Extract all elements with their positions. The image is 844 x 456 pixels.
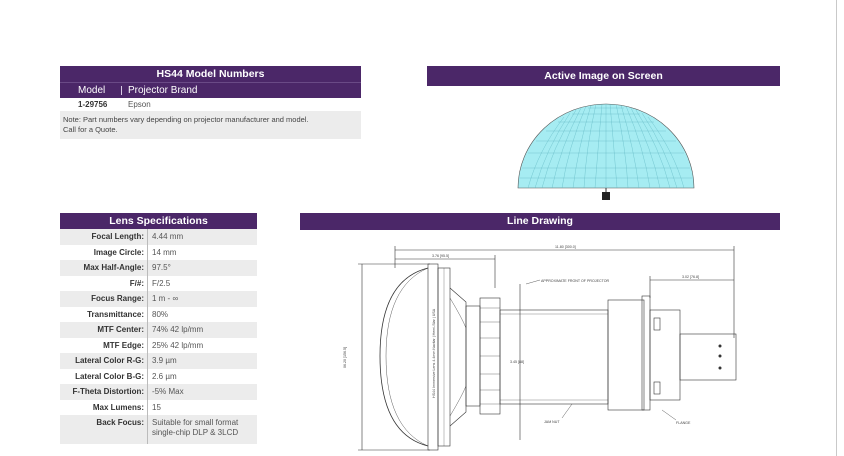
lens-taper (449, 287, 467, 427)
spec-value: 1 m - ∞ (152, 294, 179, 303)
spec-label: Focus Range: (60, 291, 148, 307)
leader-jam-nut (561, 403, 573, 419)
lens-specifications-title: Lens Specifications (60, 213, 257, 229)
spec-label: Max Half-Angle: (60, 260, 148, 276)
flange-plate (641, 295, 651, 411)
leader-front (525, 279, 541, 285)
spec-row-lateral-color-rg: Lateral Color R-G: 3.9 µm (60, 353, 257, 369)
approx-front-label: APPROXIMATE FRONT OF PROJECTOR (541, 279, 609, 283)
note-line-1: Note: Part numbers vary depending on pro… (63, 115, 309, 124)
spec-value-line-2: single-chip DLP & 3LCD (152, 428, 239, 437)
spec-value: 80% (152, 309, 169, 319)
active-image-title: Active Image on Screen (427, 66, 780, 86)
jam-nut-label: JAM NUT (544, 420, 560, 424)
mount-hole (718, 344, 722, 348)
spec-value: -5% Max (152, 387, 184, 396)
model-numbers-table: HS44 Model Numbers Model Projector Brand… (60, 66, 361, 139)
jam-nut-detail (480, 307, 500, 405)
spec-label: Image Circle: (60, 244, 148, 260)
spec-row-f-number: F/#: F/2.5 (60, 275, 257, 291)
model-number: 1-29756 (78, 100, 108, 109)
line-drawing-title: Line Drawing (300, 213, 780, 230)
dim-overall-label: 11.80 [300.0] (555, 245, 576, 249)
spec-value: F/2.5 (152, 278, 171, 288)
dome-grid (518, 104, 694, 188)
spec-value: 2.6 µm (152, 371, 177, 381)
spec-row-mtf-center: MTF Center: 74% 42 lp/mm (60, 322, 257, 338)
projector-icon (602, 192, 610, 200)
note-line-2: Call for a Quote. (63, 125, 118, 134)
lens-engraving-text: HS44 Immersive Lens 4.4mm Navitar | Hemi… (432, 308, 436, 398)
flange-body (649, 309, 681, 401)
barrel-neck (465, 305, 481, 407)
spec-value: 25% 42 lp/mm (152, 340, 204, 350)
column-model: Model (60, 86, 122, 96)
spec-label: Focal Length: (60, 229, 148, 245)
spec-value: 97.5° (152, 263, 171, 272)
dim-body-label: 3.45 [88] (510, 360, 524, 364)
model-numbers-title: HS44 Model Numbers (60, 66, 361, 82)
spec-value: 74% 42 lp/mm (152, 325, 204, 334)
leader-flange (661, 409, 677, 421)
spec-label: Lateral Color R-G: (60, 353, 148, 369)
spec-value: 14 mm (152, 247, 177, 257)
spec-label: Max Lumens: (60, 399, 148, 415)
spec-row-max-half-angle: Max Half-Angle: 97.5° (60, 260, 257, 276)
mount-hole (718, 354, 722, 358)
model-numbers-column-headers: Model Projector Brand (60, 82, 361, 98)
spec-row-transmittance: Transmittance: 80% (60, 306, 257, 322)
spec-row-image-circle: Image Circle: 14 mm (60, 244, 257, 260)
column-projector-brand: Projector Brand (128, 85, 198, 96)
front-lens-inner (385, 267, 429, 447)
spec-label: Transmittance: (60, 306, 148, 322)
model-note: Note: Part numbers vary depending on pro… (60, 111, 361, 139)
barrel-detail (500, 313, 608, 401)
spec-row-f-theta-distortion: F-Theta Distortion: -5% Max (60, 384, 257, 400)
dim-rear-label: 3.02 [76.8] (682, 275, 699, 279)
flange-slot (653, 381, 661, 395)
spec-row-max-lumens: Max Lumens: 15 (60, 399, 257, 415)
spec-value-line-1: Suitable for small format (152, 418, 239, 427)
spec-row-focus-range: Focus Range: 1 m - ∞ (60, 291, 257, 307)
spec-value: 3.9 µm (152, 356, 177, 365)
dim-front-label: 3.76 [95.5] (432, 254, 449, 258)
spec-rows: Focal Length:4.44 mm Image Circle:14 mm … (60, 229, 257, 444)
spec-row-focal-length: Focal Length: 4.44 mm (60, 229, 257, 245)
spec-label: F-Theta Distortion: (60, 384, 148, 400)
lens-barrel (499, 309, 609, 405)
taper-detail (449, 297, 467, 417)
spec-label: Back Focus: (60, 415, 148, 444)
rear-mount (679, 333, 737, 381)
mount-hole (718, 366, 722, 370)
spec-row-mtf-edge: MTF Edge: 25% 42 lp/mm (60, 337, 257, 353)
spec-label: Lateral Color B-G: (60, 368, 148, 384)
lens-line-drawing: 11.80 [300.0] 3.76 [95.5] 3.02 [76.8] 06… (343, 245, 737, 451)
spec-label: MTF Center: (60, 322, 148, 338)
spec-value: 4.44 mm (152, 232, 184, 241)
page-border-line (836, 0, 837, 456)
dim-height-label: 06.20 [156.5] (343, 347, 347, 368)
flange-label: FLANGE (676, 421, 691, 425)
front-lens-dome (379, 267, 429, 447)
flange-slot (653, 317, 661, 331)
table-row: 1-29756 Epson (60, 98, 361, 111)
hemisphere-image-diagram (517, 103, 695, 200)
spec-value: 15 (152, 402, 161, 412)
spec-label: F/#: (60, 275, 148, 291)
projector-brand: Epson (128, 100, 151, 109)
spec-label: MTF Edge: (60, 337, 148, 353)
spec-row-lateral-color-bg: Lateral Color B-G: 2.6 µm (60, 368, 257, 384)
flange-block (607, 299, 645, 411)
lens-specifications-table: Lens Specifications Focal Length: 4.44 mm… (60, 213, 257, 444)
